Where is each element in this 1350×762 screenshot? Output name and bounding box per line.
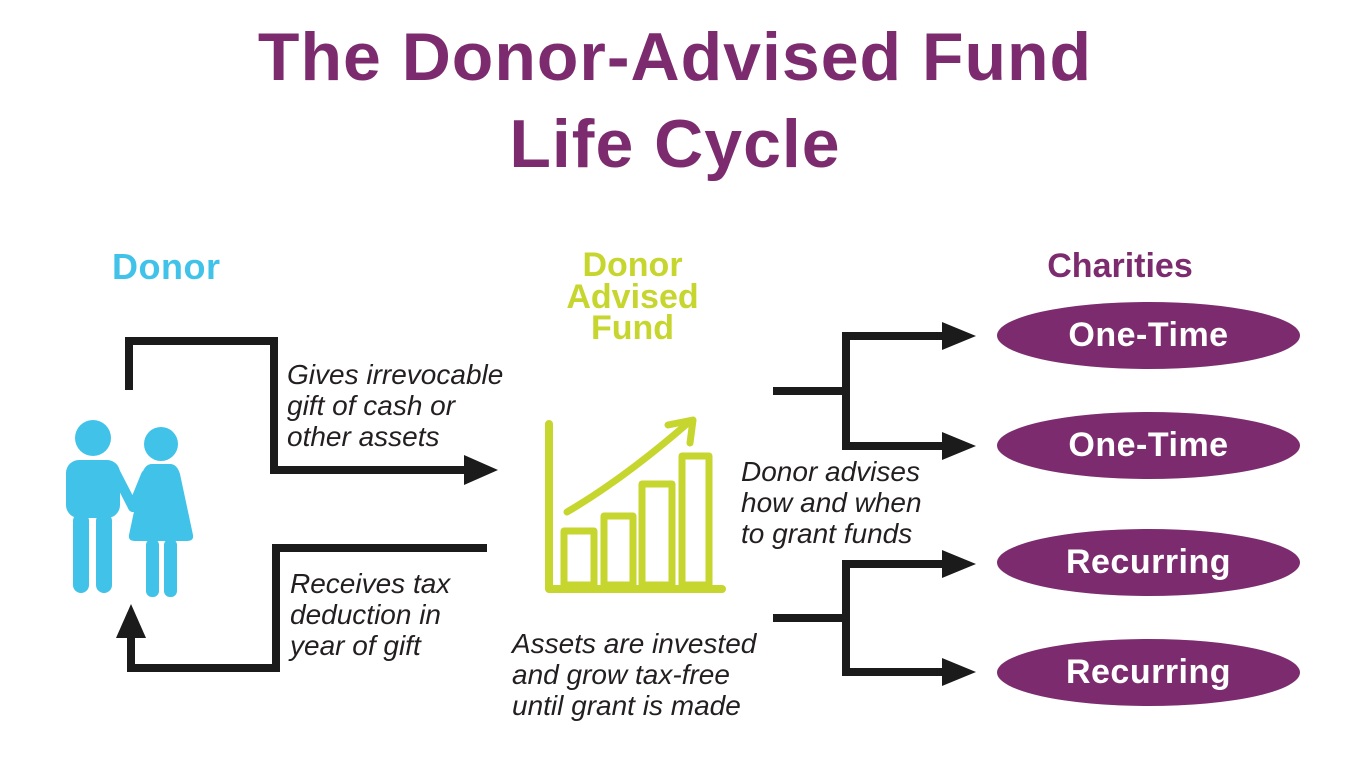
fund-label-line-3: Fund [590, 309, 675, 348]
chart-bar-2 [600, 512, 637, 589]
charity-oval-recurring-1: Recurring [997, 529, 1300, 596]
gives-annotation: Gives irrevocable gift of cash or other … [287, 359, 504, 452]
chart-bar-1 [560, 527, 598, 589]
donor-couple-icon [66, 420, 194, 597]
growth-curve [563, 419, 692, 516]
charity-oval-recurring-2: Recurring [997, 639, 1300, 706]
charity-oval-one-time-2: One-Time [997, 412, 1300, 479]
one-time-branch-arrows [773, 322, 976, 460]
page-title-line-2: Life Cycle [509, 106, 841, 183]
woman-figure [128, 427, 194, 597]
charity-oval-one-time-1: One-Time [997, 302, 1300, 369]
man-figure [66, 420, 138, 593]
fund-label-line-1: Donor [582, 246, 683, 284]
chart-bar-4 [678, 452, 713, 589]
receives-annotation: Receives tax deduction in year of gift [290, 568, 451, 661]
fund-column-label: Donor Advised Fund [540, 246, 725, 348]
recurring-branch-arrows [773, 550, 976, 686]
growth-chart-icon [545, 416, 726, 593]
advises-annotation: Donor advises how and when to grant fund… [741, 456, 922, 549]
chart-bar-3 [638, 480, 676, 589]
donor-column-label: Donor [112, 246, 221, 287]
fund-label-line-2: Advised [566, 277, 699, 316]
page-title-line-1: The Donor-Advised Fund [257, 19, 1093, 95]
charities-column-label: Charities [1047, 247, 1193, 285]
page-title: The Donor-Advised Fund Life Cycle [0, 14, 1350, 188]
assets-annotation: Assets are invested and grow tax-free un… [512, 628, 757, 721]
growth-curve-arrowhead [664, 416, 697, 447]
chart-axes [545, 420, 726, 593]
